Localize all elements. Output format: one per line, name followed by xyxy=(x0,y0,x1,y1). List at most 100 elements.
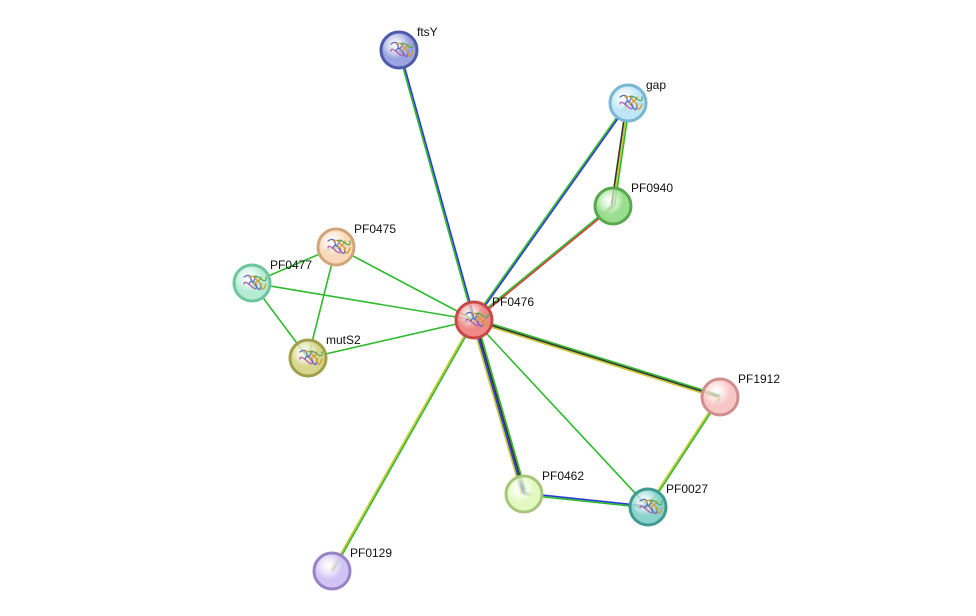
edge-evidence-line xyxy=(523,494,648,509)
structure-strand xyxy=(248,275,262,282)
edge-PF0462-PF0027[interactable] xyxy=(523,492,649,509)
protein-structure-icon xyxy=(465,311,489,328)
node-PF0477[interactable]: PF0477 xyxy=(232,258,312,303)
structure-strand xyxy=(395,42,409,49)
structure-strand xyxy=(243,274,257,283)
edge-evidence-line xyxy=(330,319,475,571)
edge-evidence-line xyxy=(470,320,523,495)
node-PF0940[interactable]: PF0940 xyxy=(593,181,673,226)
edge-evidence-line xyxy=(307,319,475,359)
structure-strand xyxy=(248,280,262,291)
edge-PF0476-PF1912[interactable] xyxy=(473,317,721,400)
node-label: PF0475 xyxy=(354,222,396,236)
protein-structure-icon xyxy=(327,238,351,255)
structure-strand xyxy=(327,238,341,247)
protein-structure-icon xyxy=(390,41,414,58)
edge-evidence-line xyxy=(475,319,528,494)
node-PF0027[interactable]: PF0027 xyxy=(628,482,708,527)
node-circle[interactable] xyxy=(593,186,633,226)
node-circle[interactable] xyxy=(504,474,544,514)
node-circle[interactable] xyxy=(700,377,740,417)
edge-PF0476-mutS2[interactable] xyxy=(307,319,475,359)
protein-structure-icon xyxy=(299,349,323,366)
protein-structure-icon xyxy=(619,94,643,111)
structure-strand xyxy=(629,95,643,102)
edge-PF0476-PF0475[interactable] xyxy=(335,246,475,321)
structure-strand xyxy=(649,499,663,506)
edge-evidence-line xyxy=(251,282,475,321)
node-circle[interactable] xyxy=(288,338,328,378)
edge-evidence-line xyxy=(473,319,721,398)
structure-strand xyxy=(299,349,313,358)
structure-strand xyxy=(332,239,346,246)
node-PF0129[interactable]: PF0129 xyxy=(312,546,392,591)
structure-strand xyxy=(395,47,409,58)
edge-PF0476-PF0129[interactable] xyxy=(330,319,476,572)
node-circle[interactable] xyxy=(232,263,272,303)
structure-strand xyxy=(304,350,318,357)
edge-PF0476-gap[interactable] xyxy=(472,102,630,321)
node-mutS2[interactable]: mutS2 xyxy=(288,333,361,378)
node-PF1912[interactable]: PF1912 xyxy=(700,372,780,417)
structure-strand xyxy=(337,245,351,254)
edge-evidence-line xyxy=(472,102,629,320)
structure-strand xyxy=(475,318,489,327)
edge-evidence-line xyxy=(524,492,649,507)
node-label: PF0129 xyxy=(350,546,392,560)
node-label: PF0940 xyxy=(631,181,673,195)
edge-PF0476-PF0462[interactable] xyxy=(470,319,528,495)
edge-evidence-line xyxy=(474,319,526,494)
structure-strand xyxy=(253,281,267,290)
edge-PF1912-PF0027[interactable] xyxy=(646,396,722,508)
protein-structure-icon xyxy=(639,498,663,515)
structure-strand xyxy=(253,275,267,282)
edge-evidence-line xyxy=(473,102,630,321)
structure-strand xyxy=(629,101,643,110)
node-label: PF0027 xyxy=(666,482,708,496)
edge-evidence-line xyxy=(474,317,721,397)
structure-strand xyxy=(644,504,658,515)
node-circle[interactable] xyxy=(628,487,668,527)
structure-strand xyxy=(332,244,346,255)
node-circle[interactable] xyxy=(608,83,648,123)
structure-strand xyxy=(304,355,318,366)
node-circle[interactable] xyxy=(316,227,356,267)
edge-evidence-line xyxy=(472,320,525,495)
node-label: ftsY xyxy=(417,25,438,39)
edge-evidence-line xyxy=(473,319,649,508)
edge-evidence-line xyxy=(398,49,476,321)
structure-strand xyxy=(624,95,638,102)
structure-strand xyxy=(644,499,658,506)
structure-strand xyxy=(619,94,633,103)
structure-strand xyxy=(470,312,484,319)
node-label: PF1912 xyxy=(738,372,780,386)
node-circle[interactable] xyxy=(454,300,494,340)
structure-strand xyxy=(649,505,663,514)
node-label: gap xyxy=(646,78,666,92)
node-PF0475[interactable]: PF0475 xyxy=(316,222,396,267)
node-label: PF0477 xyxy=(270,258,312,272)
structure-strand xyxy=(639,498,653,507)
node-PF0476[interactable]: PF0476 xyxy=(454,295,534,340)
edge-evidence-line xyxy=(646,396,720,507)
structure-strand xyxy=(475,312,489,319)
edge-evidence-line xyxy=(474,206,615,322)
protein-structure-icon xyxy=(243,274,267,291)
edge-evidence-line xyxy=(473,320,720,400)
structure-strand xyxy=(309,356,323,365)
edge-PF0476-PF0027[interactable] xyxy=(473,319,649,508)
edge-evidence-line xyxy=(472,204,613,321)
edge-PF0476-PF0940[interactable] xyxy=(472,204,615,322)
node-PF0462[interactable]: PF0462 xyxy=(504,469,584,514)
edge-PF0476-PF0477[interactable] xyxy=(251,282,475,321)
structure-strand xyxy=(390,41,404,50)
edge-PF0476-ftsY[interactable] xyxy=(397,49,476,321)
node-gap[interactable]: gap xyxy=(608,78,666,123)
node-circle[interactable] xyxy=(379,30,419,70)
node-ftsY[interactable]: ftsY xyxy=(379,25,438,70)
structure-strand xyxy=(400,42,414,49)
node-label: PF0462 xyxy=(542,469,584,483)
node-circle[interactable] xyxy=(312,551,352,591)
